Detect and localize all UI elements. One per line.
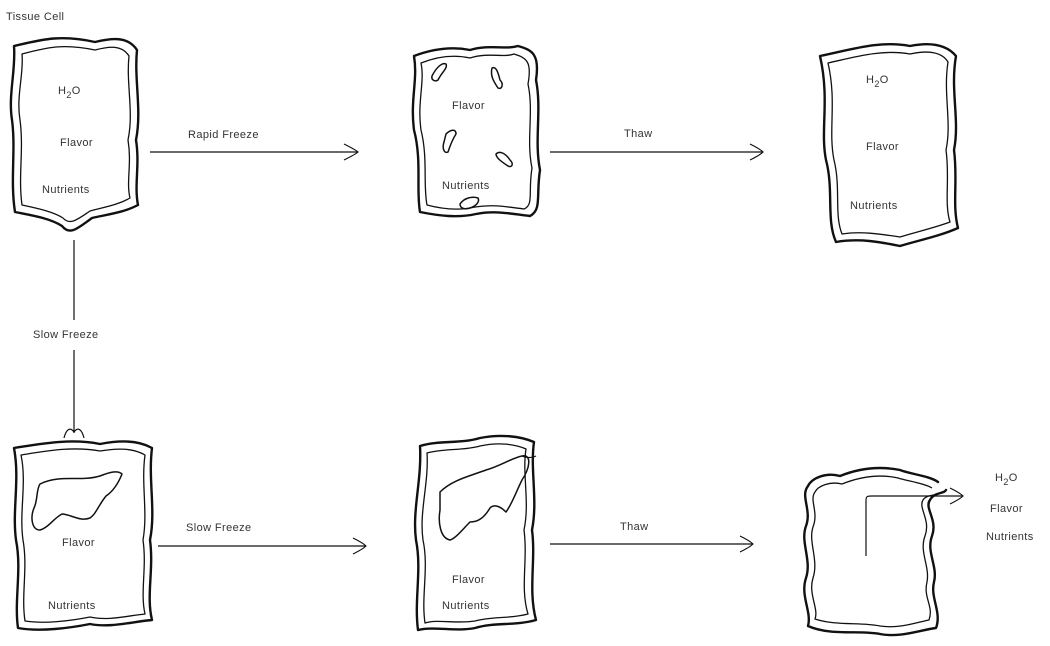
nutrients-label: Nutrients (442, 600, 490, 612)
ice-mass (438, 455, 530, 541)
ice-crystal (442, 129, 457, 154)
flavor-label: Flavor (60, 137, 93, 149)
leak-arrow-line (865, 495, 962, 556)
diagram-title: Tissue Cell (6, 11, 64, 23)
arrow-thaw-top: Thaw (550, 128, 764, 161)
nutrients-label: Nutrients (48, 600, 96, 612)
arrow-label: Rapid Freeze (188, 129, 259, 141)
ice-crystal (495, 151, 513, 168)
arrow-slow-freeze-vertical: Slow Freeze (33, 240, 99, 439)
arrow-label: Thaw (624, 128, 653, 140)
nutrients-label: Nutrients (850, 200, 898, 212)
cell-wall-inner (811, 475, 941, 628)
cell-wall-inner (20, 448, 146, 623)
cell-top-left: H2O Flavor Nutrients (9, 37, 140, 232)
cell-bottom-left: Flavor Nutrients (12, 440, 154, 631)
water-label: H2O (866, 74, 889, 89)
arrow-head (343, 143, 359, 161)
arrow-head (739, 535, 754, 553)
ice-crystal (431, 62, 448, 82)
rupture-crack (521, 455, 537, 459)
arrow-label: Thaw (620, 521, 649, 533)
nutrients-label: Nutrients (442, 180, 490, 192)
flavor-label: Flavor (452, 100, 485, 112)
cell-wall-outer (411, 44, 542, 218)
cell-bottom-right-ruptured (803, 466, 964, 637)
arrow-head (749, 143, 764, 161)
cell-bottom-middle: Flavor Nutrients (413, 434, 538, 632)
cell-wall-inner (421, 443, 529, 624)
cell-wall-outer (803, 466, 948, 637)
flavor-label: Flavor (866, 141, 899, 153)
cell-wall-inner (18, 45, 131, 223)
leak-arrow-head (949, 487, 964, 505)
cell-wall-outer (9, 37, 140, 232)
arrow-head (352, 537, 367, 555)
arrow-thaw-bottom: Thaw (550, 521, 754, 553)
cell-top-right: H2O Flavor Nutrients (818, 42, 960, 248)
arrow-slow-freeze-bottom: Slow Freeze (158, 522, 367, 555)
cell-wall-inner (419, 53, 533, 210)
water-label: H2O (58, 85, 81, 100)
nutrients-label: Nutrients (986, 531, 1034, 543)
arrow-label: Slow Freeze (186, 522, 252, 534)
flavor-label: Flavor (990, 503, 1023, 515)
flavor-label: Flavor (452, 574, 485, 586)
ice-crystal (459, 196, 480, 210)
cell-wall-outer (413, 434, 538, 632)
arrow-label: Slow Freeze (33, 329, 99, 341)
flavor-label: Flavor (62, 537, 95, 549)
cell-top-middle: Flavor Nutrients (411, 44, 542, 218)
water-label: H2O (995, 472, 1018, 487)
ice-crystal (490, 66, 503, 90)
cell-wall-outer (12, 440, 154, 631)
arrow-head (63, 428, 85, 439)
cell-wall-outer (818, 42, 960, 248)
arrow-rapid-freeze: Rapid Freeze (150, 129, 359, 161)
ice-mass (31, 471, 123, 531)
nutrients-label: Nutrients (42, 184, 90, 196)
released-contents: H2O Flavor Nutrients (986, 472, 1034, 543)
cell-wall-inner (827, 51, 951, 238)
